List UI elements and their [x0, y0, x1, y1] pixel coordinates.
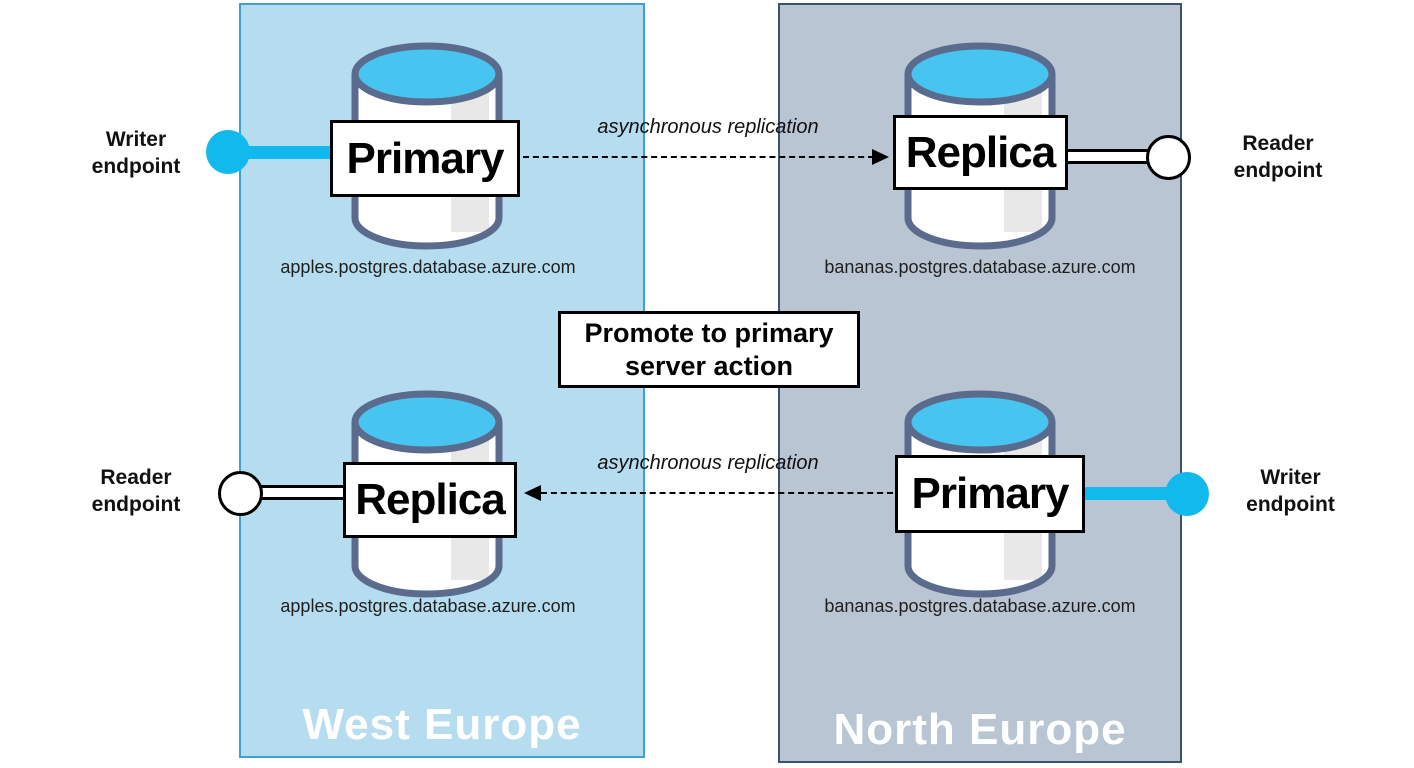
reader-endpoint-connector-bottom — [240, 485, 345, 500]
reader-endpoint-connector-top — [1066, 149, 1168, 164]
reader-endpoint-label-top: Reader endpoint — [1233, 132, 1323, 182]
promote-action-box: Promote to primary server action — [558, 311, 860, 388]
writer-endpoint-icon-bottom — [1165, 472, 1209, 516]
server-role-box-top-north: Replica — [893, 115, 1068, 190]
writer-endpoint-icon-top — [206, 130, 250, 174]
reader-endpoint-icon-bottom — [218, 471, 263, 516]
replication-label-bottom: asynchronous replication — [597, 452, 819, 474]
hostname-bottom-north: bananas.postgres.database.azure.com — [824, 596, 1136, 616]
writer-endpoint-connector-bottom — [1083, 487, 1187, 500]
writer-endpoint-label-bottom: Writer endpoint — [1246, 466, 1335, 516]
server-role-box-bottom-west: Replica — [343, 462, 517, 538]
arrowhead-right-icon — [872, 149, 889, 165]
replication-arrow-bottom — [541, 492, 893, 494]
server-role-box-top-west: Primary — [330, 120, 520, 197]
hostname-top-north: bananas.postgres.database.azure.com — [824, 257, 1136, 277]
arrowhead-left-icon — [524, 485, 541, 501]
replication-arrow-top — [523, 156, 874, 158]
reader-endpoint-icon-top — [1146, 135, 1191, 180]
reader-endpoint-label-bottom: Reader endpoint — [91, 466, 181, 516]
writer-endpoint-label-top: Writer endpoint — [91, 128, 181, 178]
hostname-bottom-west: apples.postgres.database.azure.com — [280, 596, 576, 616]
writer-endpoint-connector-top — [228, 146, 332, 159]
hostname-top-west: apples.postgres.database.azure.com — [280, 257, 576, 277]
server-role-box-bottom-north: Primary — [895, 455, 1085, 533]
replication-label-top: asynchronous replication — [597, 116, 819, 138]
region-west-label: West Europe — [302, 700, 582, 749]
region-north-label: North Europe — [833, 705, 1127, 754]
